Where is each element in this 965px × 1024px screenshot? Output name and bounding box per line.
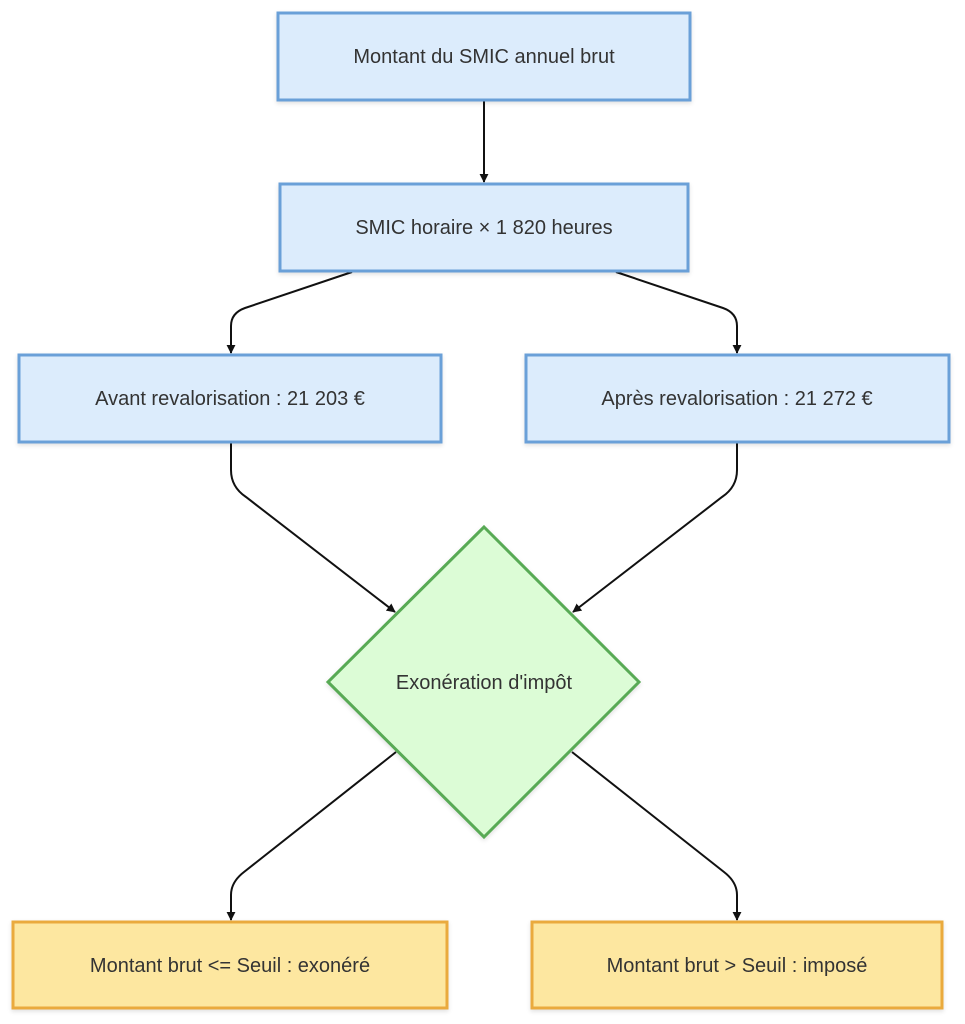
node-after: Après revalorisation : 21 272 €	[524, 353, 951, 444]
node-exempt-box	[11, 920, 449, 1010]
node-exemption-label: Exonération d'impôt	[396, 672, 573, 694]
edge-exemption-to-exempt	[226, 751, 397, 921]
node-after-box	[524, 353, 951, 444]
node-before-box	[17, 353, 443, 444]
node-before-label: Avant revalorisation : 21 203 €	[95, 388, 365, 410]
node-hourly-label: SMIC horaire × 1 820 heures	[355, 217, 612, 239]
node-annual-box	[276, 11, 692, 102]
node-taxed-label: Montant brut > Seuil : imposé	[607, 955, 868, 977]
node-taxed: Montant brut > Seuil : imposé	[530, 920, 944, 1010]
node-taxed-box	[530, 920, 944, 1010]
node-exemption: Exonération d'impôt	[325, 524, 642, 840]
edge-hourly-to-after	[615, 271, 742, 354]
node-before: Avant revalorisation : 21 203 €	[17, 353, 443, 444]
node-hourly-box	[278, 182, 690, 273]
node-annual: Montant du SMIC annuel brut	[276, 11, 692, 102]
edges	[226, 101, 742, 921]
node-exemption-diamond	[325, 524, 642, 840]
node-hourly: SMIC horaire × 1 820 heures	[278, 182, 690, 273]
node-annual-label: Montant du SMIC annuel brut	[353, 46, 615, 68]
edge-before-to-exemption	[230, 443, 396, 613]
node-exempt-label: Montant brut <= Seuil : exonéré	[90, 955, 370, 977]
edge-exemption-to-taxed	[571, 751, 742, 921]
edge-after-to-exemption	[572, 443, 738, 613]
edge-hourly-to-before	[226, 271, 353, 354]
node-after-label: Après revalorisation : 21 272 €	[601, 388, 872, 410]
node-exempt: Montant brut <= Seuil : exonéré	[11, 920, 449, 1010]
